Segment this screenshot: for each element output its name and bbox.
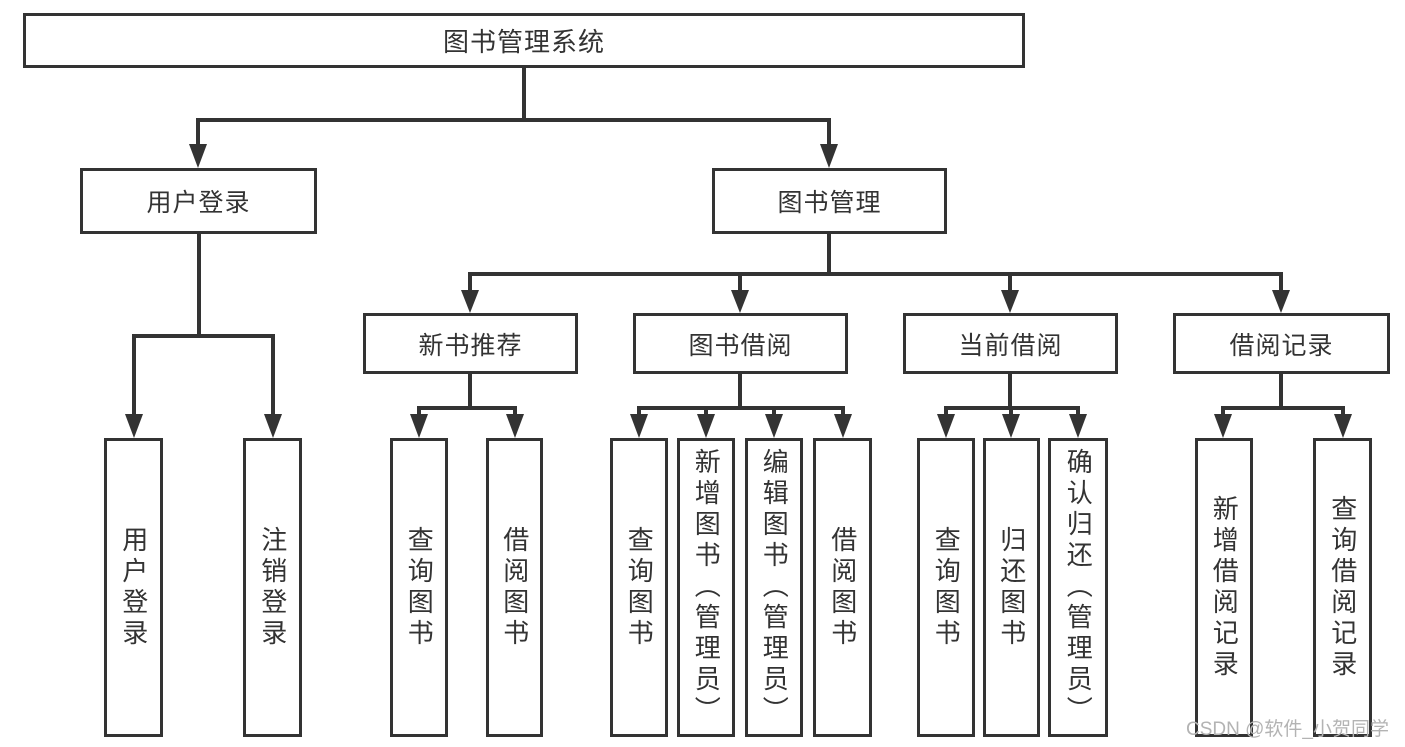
leaf-label: 借阅图书 [827,525,858,650]
arrow-down-icon [765,414,783,438]
leaf-add-borrow-record: 新增借阅记录 [1195,438,1253,737]
node-label: 图书管理 [777,189,882,217]
node-library-management-system: 图书管理系统 [23,13,1025,68]
csdn-watermark: CSDN @软件_小贺同学 [1186,719,1389,740]
arrow-down-icon [834,414,852,438]
arrow-down-icon [1002,414,1020,438]
arrow-down-icon [264,414,282,438]
arrow-down-icon [1272,290,1290,313]
arrow-down-icon [125,414,143,438]
connector-borrowing-records [1221,374,1345,418]
leaf-label: 确认归还（管理员） [1063,448,1094,727]
leaf-return-books: 归还图书 [983,438,1040,737]
arrow-down-icon [461,290,479,313]
node-user-login: 用户登录 [80,168,317,234]
leaf-query-books-recommend: 查询图书 [390,438,448,737]
arrow-down-icon [189,144,207,168]
arrow-down-icon [820,144,838,168]
arrow-down-icon [630,414,648,438]
arrow-down-icon [1334,414,1352,438]
leaf-borrow-books-recommend: 借阅图书 [486,438,543,737]
leaf-label: 查询图书 [404,525,435,650]
leaf-label: 查询图书 [624,525,655,650]
leaf-label: 新增图书（管理员） [691,448,722,727]
arrow-down-icon [1001,290,1019,313]
arrow-down-icon [731,290,749,313]
leaf-label: 编辑图书（管理员） [759,448,790,727]
leaf-edit-books-admin: 编辑图书（管理员） [745,438,803,737]
node-label: 借阅记录 [1229,331,1334,360]
leaf-logout: 注销登录 [243,438,302,737]
connector-book-management [468,234,1283,294]
leaf-query-books-current: 查询图书 [917,438,975,737]
leaf-label: 新增借阅记录 [1209,494,1240,681]
leaf-user-login: 用户登录 [104,438,163,737]
leaf-borrow-books: 借阅图书 [813,438,872,737]
leaf-query-borrow-record: 查询借阅记录 [1313,438,1372,737]
arrow-down-icon [697,414,715,438]
leaf-label: 查询借阅记录 [1327,494,1358,681]
arrow-down-icon [506,414,524,438]
node-label: 新书推荐 [418,331,523,360]
arrow-down-icon [1069,414,1087,438]
node-label: 用户登录 [146,189,251,217]
node-label: 当前借阅 [958,331,1063,360]
connector-user-login [132,234,275,418]
leaf-confirm-return-admin: 确认归还（管理员） [1048,438,1108,737]
node-book-borrowing: 图书借阅 [633,313,848,374]
leaf-label: 注销登录 [257,525,288,650]
connector-root [196,68,831,150]
node-current-borrowing: 当前借阅 [903,313,1118,374]
leaf-label: 归还图书 [996,525,1027,650]
arrow-down-icon [1214,414,1232,438]
leaf-label: 查询图书 [931,525,962,650]
leaf-label: 用户登录 [118,525,149,650]
leaf-add-books-admin: 新增图书（管理员） [677,438,735,737]
leaf-label: 借阅图书 [499,525,530,650]
leaf-query-books-borrowing: 查询图书 [610,438,668,737]
node-new-book-recommendation: 新书推荐 [363,313,578,374]
connector-book-borrowing [637,374,845,418]
node-label: 图书管理系统 [442,27,605,57]
node-label: 图书借阅 [688,331,793,360]
arrow-down-icon [410,414,428,438]
connector-current-borrowing [944,374,1080,418]
connector-new-book-recommendation [417,374,517,418]
node-book-management: 图书管理 [712,168,947,234]
node-borrowing-records: 借阅记录 [1173,313,1390,374]
arrow-down-icon [937,414,955,438]
